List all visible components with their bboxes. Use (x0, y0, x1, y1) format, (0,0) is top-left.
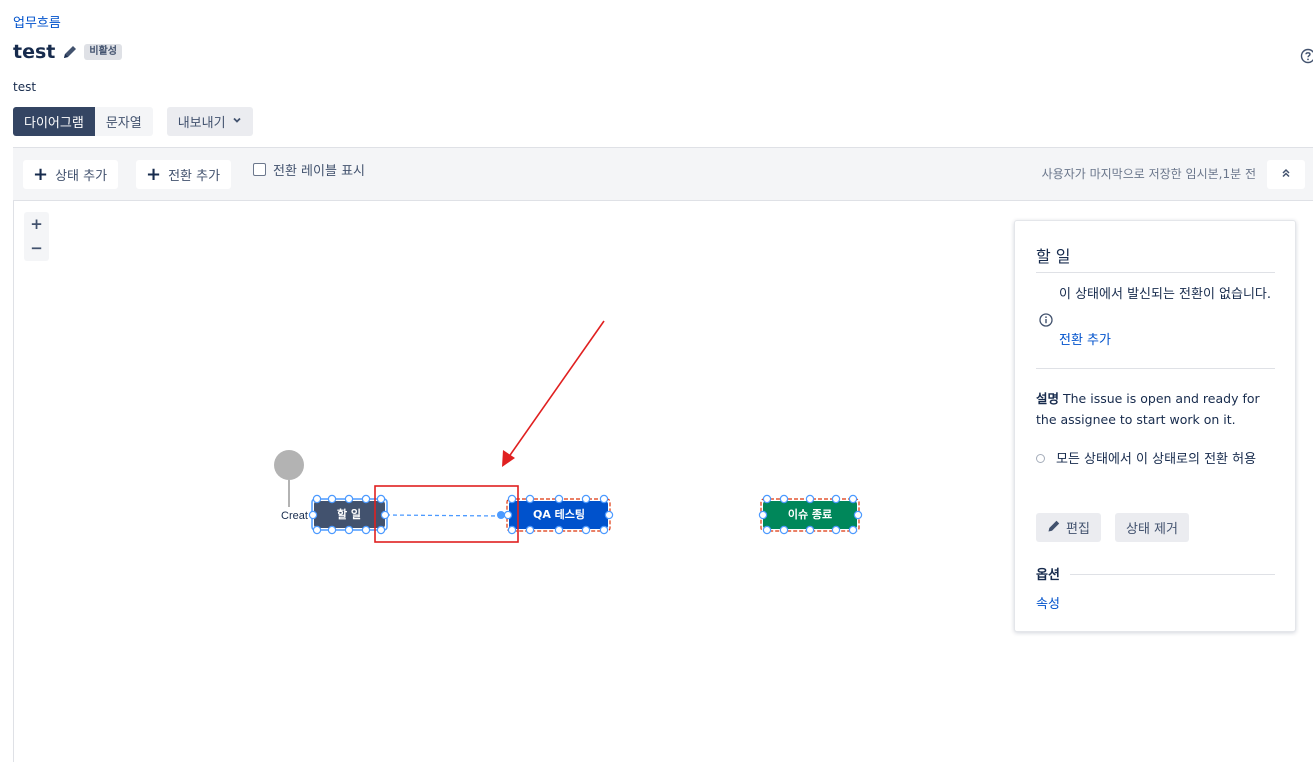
info-icon (1039, 313, 1053, 327)
add-transition-link[interactable]: 전환 추가 (1059, 333, 1111, 348)
diagram-toolbar: + 상태 추가 + 전환 추가 전환 레이블 표시 사용자가 마지막으로 저장한… (13, 147, 1313, 201)
add-transition-button[interactable]: + 전환 추가 (136, 160, 232, 189)
no-transitions-text: 이 상태에서 발신되는 전환이 없습니다. (1059, 287, 1272, 302)
divider (1036, 368, 1275, 369)
show-labels-checkbox[interactable] (253, 163, 266, 176)
properties-link[interactable]: 속성 (1036, 597, 1060, 612)
help-icon[interactable] (1300, 48, 1313, 64)
panel-title: 할 일 (1036, 247, 1071, 266)
create-transition-label: Creat (281, 510, 308, 522)
annotation-arrow-head (502, 450, 515, 467)
status-todo-label: 할 일 (337, 507, 361, 521)
pencil-icon (1047, 519, 1061, 537)
show-labels-toggle[interactable]: 전환 레이블 표시 (253, 160, 365, 179)
divider (1036, 272, 1275, 273)
annotation-arrow (507, 320, 605, 459)
options-heading: 옵션 (1036, 568, 1060, 583)
description-text: The issue is open and ready for the assi… (1036, 391, 1260, 427)
status-node-todo[interactable]: 할 일 (311, 498, 388, 531)
status-details-panel: 할 일 이 상태에서 발신되는 전환이 없습니다. 전환 추가 설명 The i… (1014, 220, 1296, 632)
edit-button[interactable]: 편집 (1036, 513, 1101, 542)
status-description: 설명 The issue is open and ready for the a… (1036, 388, 1281, 430)
tab-text[interactable]: 문자열 (94, 107, 153, 136)
show-labels-label: 전환 레이블 표시 (273, 164, 365, 179)
allow-all-label: 모든 상태에서 이 상태로의 전환 허용 (1056, 452, 1257, 467)
status-qa-label: QA 테스팅 (533, 507, 585, 521)
page-title: test (13, 41, 56, 63)
annotation-highlight-box (374, 485, 519, 543)
pencil-icon[interactable] (62, 44, 78, 60)
allow-all-radio[interactable] (1036, 454, 1045, 463)
diagram-canvas[interactable]: + − (13, 201, 1313, 762)
status-qa-box (509, 501, 608, 529)
collapse-button[interactable] (1267, 160, 1305, 189)
zoom-controls: + − (24, 212, 49, 261)
breadcrumb[interactable]: 업무흐름 (13, 16, 61, 31)
status-badge: 비활성 (84, 44, 122, 60)
description-label: 설명 (1036, 391, 1060, 406)
transition-line[interactable] (385, 514, 501, 517)
transition-endpoint[interactable] (497, 511, 505, 519)
divider (1070, 574, 1275, 575)
export-label: 내보내기 (177, 116, 226, 131)
allow-all-option[interactable]: 모든 상태에서 이 상태로의 전환 허용 (1036, 450, 1281, 470)
add-transition-label: 전환 추가 (168, 169, 221, 184)
status-todo-box (314, 501, 385, 528)
edit-label: 편집 (1066, 522, 1090, 537)
plus-icon: + (33, 163, 49, 185)
chevron-double-up-icon (1280, 167, 1292, 183)
chevron-down-icon (232, 114, 242, 129)
workflow-description: test (13, 80, 37, 94)
remove-status-button[interactable]: 상태 제거 (1115, 513, 1189, 542)
status-node-done[interactable]: 이슈 종료 (760, 498, 860, 532)
tab-diagram[interactable]: 다이어그램 (13, 107, 95, 136)
status-done-label: 이슈 종료 (788, 507, 832, 521)
connection-handles[interactable] (308, 494, 863, 535)
export-dropdown[interactable]: 내보내기 (166, 107, 253, 136)
zoom-in-button[interactable]: + (30, 215, 43, 233)
plus-icon: + (146, 163, 162, 185)
view-tabs: 다이어그램 문자열 내보내기 (13, 107, 253, 136)
title-row: test 비활성 (13, 41, 122, 63)
zoom-out-button[interactable]: − (30, 239, 43, 257)
status-done-box (763, 501, 857, 529)
saved-status-text: 사용자가 마지막으로 저장한 임시본,1분 전 (1041, 167, 1256, 181)
add-status-button[interactable]: + 상태 추가 (23, 160, 119, 189)
add-status-label: 상태 추가 (55, 169, 108, 184)
start-node[interactable] (274, 450, 304, 480)
